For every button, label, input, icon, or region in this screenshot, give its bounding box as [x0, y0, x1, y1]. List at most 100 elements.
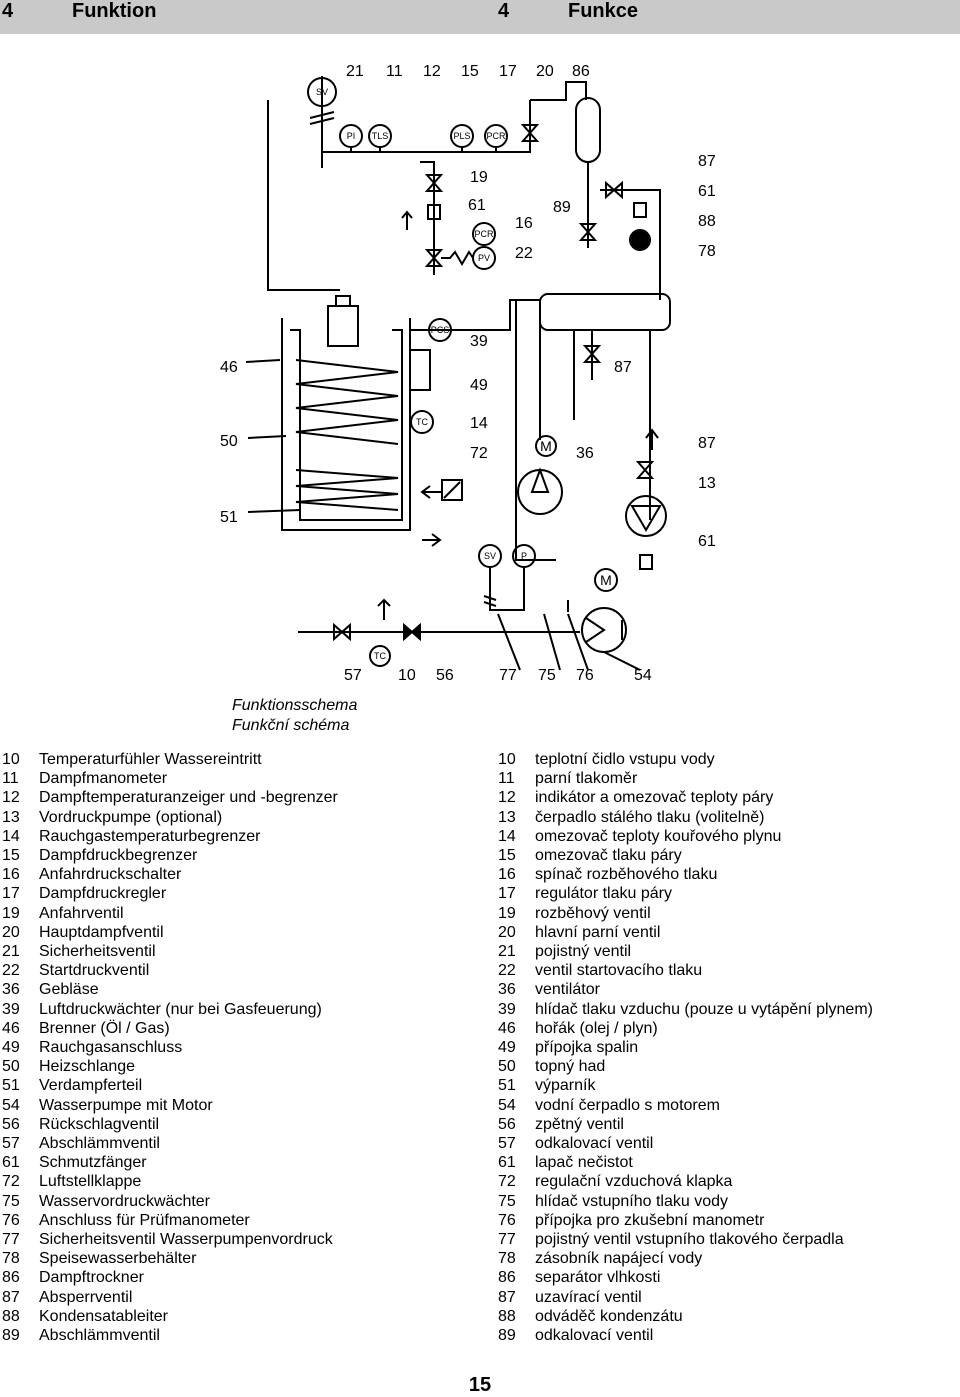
legend-text: hlídač tlaku vzduchu (pouze u vytápění p… — [535, 1000, 873, 1018]
valve-87b — [582, 345, 602, 363]
legend-number: 15 — [498, 847, 516, 865]
legend-text: hořák (olej / plyn) — [535, 1019, 658, 1037]
label-54: 54 — [634, 667, 652, 684]
legend-number: 20 — [498, 923, 516, 941]
label-39: 39 — [470, 333, 488, 350]
tag-tls: TLS — [372, 131, 389, 141]
legend-text: Sicherheitsventil — [39, 943, 156, 961]
valve-56 — [403, 622, 421, 642]
legend-text: lapač nečistot — [535, 1154, 633, 1172]
legend-number: 54 — [498, 1096, 516, 1114]
legend-number: 87 — [498, 1288, 516, 1306]
legend-text: uzavírací ventil — [535, 1288, 642, 1306]
pump-motor-circle — [594, 568, 618, 592]
legend-text: Temperaturfühler Wassereintritt — [39, 751, 262, 768]
legend-text: odváděč kondenzátu — [535, 1307, 683, 1325]
label-61b: 61 — [698, 183, 716, 200]
legend-text: odkalovací ventil — [535, 1327, 654, 1345]
legend-text: omezovač teploty kouřového plynu — [535, 827, 782, 845]
label-61a: 61 — [468, 197, 486, 214]
label-75: 75 — [538, 667, 556, 684]
tag-m-fan: M — [540, 438, 552, 454]
steam-header — [322, 100, 531, 153]
legend-number: 10 — [2, 751, 20, 768]
header-left-number: 4 — [2, 0, 14, 22]
label-78: 78 — [698, 243, 716, 260]
legend-number: 19 — [498, 904, 516, 922]
fan-motor-circle — [535, 435, 557, 457]
label-72: 72 — [470, 445, 488, 462]
valve-89 — [578, 223, 598, 241]
legend-row: 14 Rauchgastemperaturbegrenzer — [2, 827, 338, 846]
legend-text: topný had — [535, 1058, 606, 1076]
legend-text: Kondensatableiter — [39, 1307, 168, 1325]
legend-text: Rauchgastemperaturbegrenzer — [39, 827, 261, 845]
label-88: 88 — [698, 213, 716, 230]
legend-number: 16 — [2, 866, 20, 884]
legend-number: 46 — [498, 1019, 516, 1037]
legend-text: přípojka spalin — [535, 1039, 639, 1057]
legend-text: Sicherheitsventil Wasserpumpenvordruck — [39, 1231, 333, 1249]
arrow-up-left — [401, 210, 413, 230]
legend-text: teplotní čidlo vstupu vody — [535, 751, 715, 768]
header-right-number: 4 — [498, 0, 510, 22]
tag-p: P — [521, 551, 527, 561]
label-12: 12 — [423, 63, 441, 80]
legend-text: Brenner (Öl / Gas) — [39, 1019, 170, 1037]
valve-20 — [520, 124, 540, 142]
function-schematic — [245, 76, 671, 671]
drum-left-line — [515, 300, 556, 561]
label-56: 56 — [436, 667, 454, 684]
legend-number: 46 — [2, 1019, 20, 1037]
legend-number: 78 — [498, 1250, 516, 1268]
legend-text: omezovač tlaku páry — [535, 847, 682, 865]
tag-sv-top: SV — [316, 87, 328, 97]
legend-text: Dampftemperaturanzeiger und -begrenzer — [39, 789, 338, 807]
caption-czech: Funkční schéma — [232, 717, 350, 734]
tag-pls: PLS — [453, 131, 470, 141]
caption-german: Funktionsschema — [232, 697, 358, 714]
legend-text: Luftdruckwächter (nur bei Gasfeuerung) — [39, 1000, 322, 1018]
page-header: 4 Funktion 4 Funkce — [0, 0, 960, 34]
legend-number: 76 — [498, 1211, 516, 1229]
legend-text: Absperrventil — [39, 1288, 133, 1306]
diagram-labels: 21 11 12 15 17 20 86 19 61 16 22 89 87 6… — [220, 63, 716, 684]
legend-number: 17 — [498, 885, 516, 903]
label-46: 46 — [220, 359, 238, 376]
tag-pv: PV — [478, 253, 490, 263]
pump-13 — [625, 495, 667, 537]
legend-text: regulační vzduchová klapka — [535, 1173, 733, 1191]
legend-number: 61 — [498, 1154, 516, 1172]
legend-number: 54 — [2, 1096, 20, 1114]
legend-number: 39 — [2, 1000, 20, 1018]
tag-pcs: PCS — [431, 325, 450, 335]
valve-22 — [424, 249, 444, 267]
legend-text: vodní čerpadlo s motorem — [535, 1096, 720, 1114]
legend-text: zpětný ventil — [535, 1115, 624, 1133]
legend-number: 14 — [2, 827, 20, 845]
legend-text: ventil startovacího tlaku — [535, 962, 703, 980]
legend-number: 72 — [2, 1173, 20, 1191]
valve-19 — [424, 174, 444, 192]
strainer-61a — [633, 202, 647, 218]
legend-text: rozběhový ventil — [535, 904, 651, 922]
steam-line-left — [267, 100, 340, 291]
